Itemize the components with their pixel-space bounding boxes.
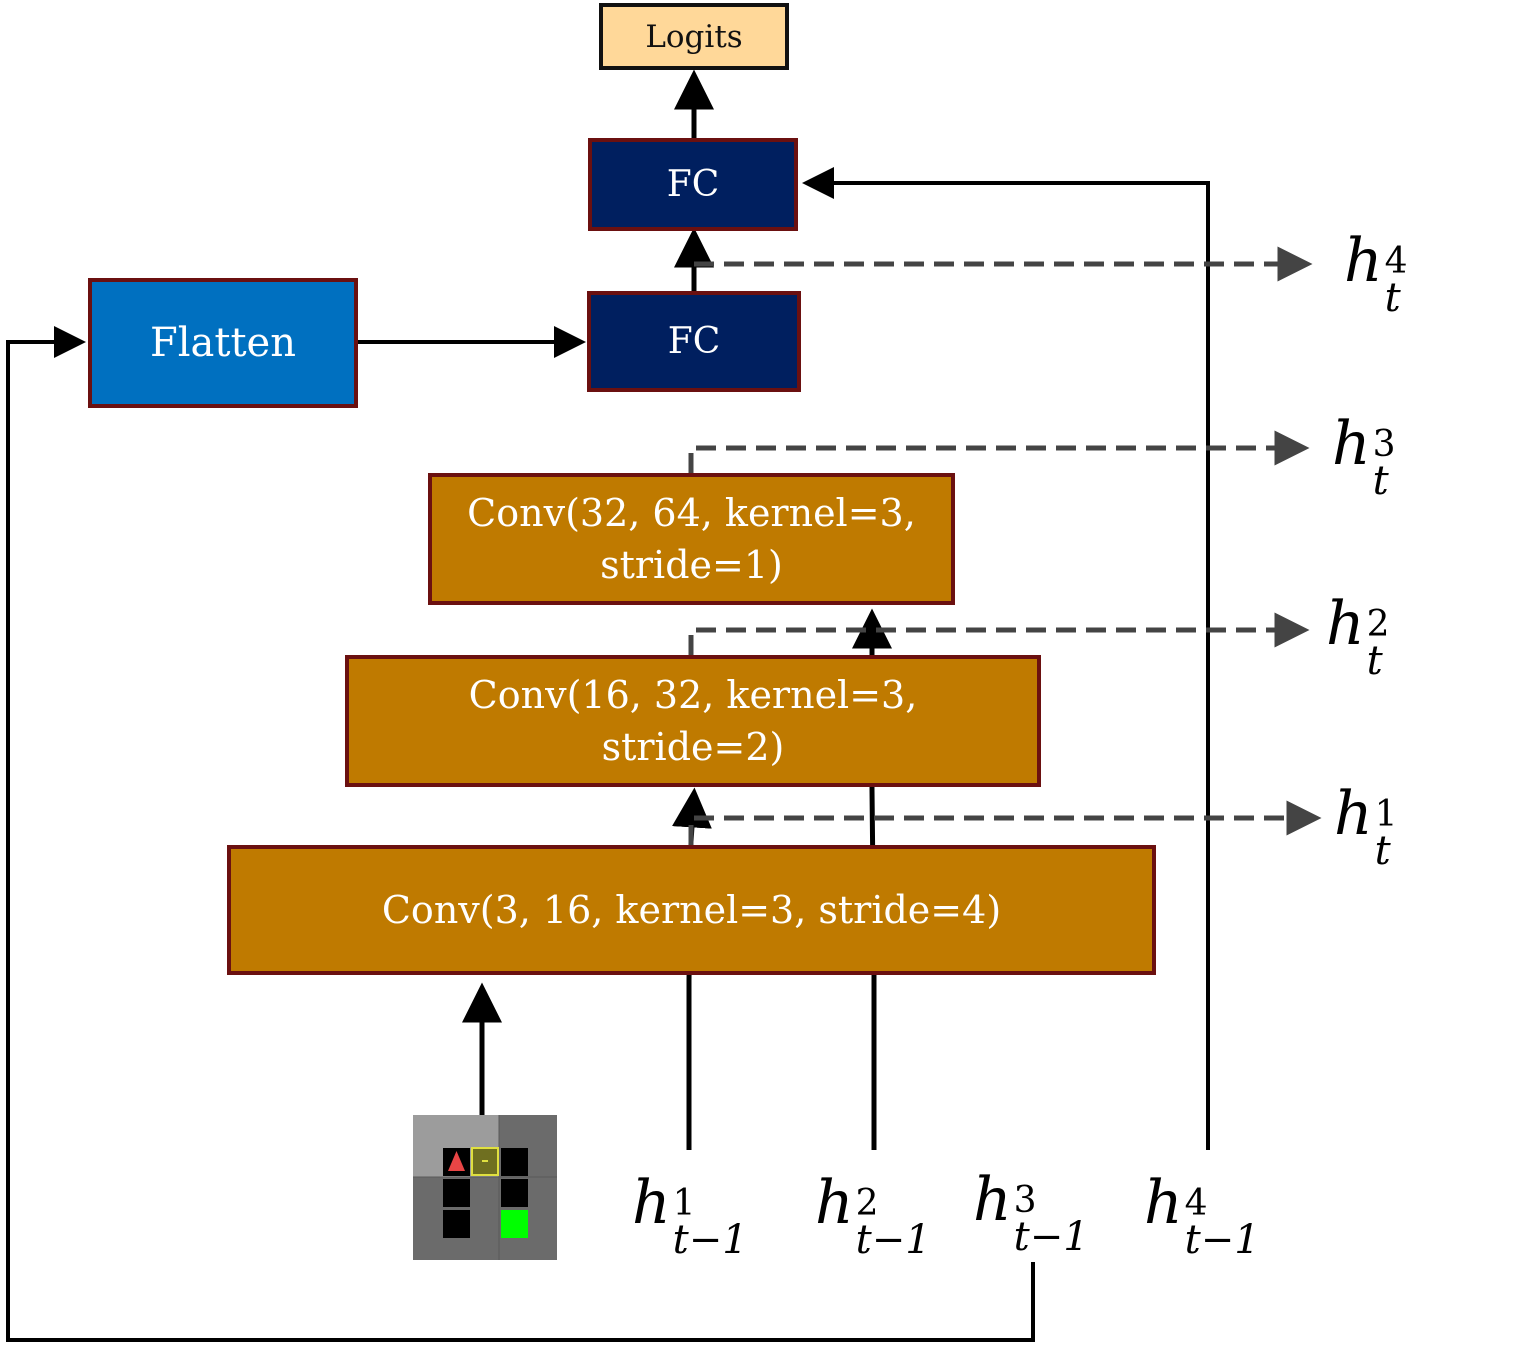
logits-label: Logits [645,18,743,55]
conv3-label-line1: Conv(32, 64, kernel=3, [467,490,916,535]
floor-cell [443,1179,470,1207]
floor-cell [443,1210,470,1238]
dashed-output-h1 [688,800,1322,845]
fc-top-box: FC [588,138,798,231]
flatten-box: Flatten [88,278,358,408]
observation-image [413,1115,557,1260]
floor-cell [501,1179,528,1207]
fc-bottom-label: FC [667,321,721,362]
conv3-box: Conv(32, 64, kernel=3, stride=1) [428,473,955,605]
conv2-label-line1: Conv(16, 32, kernel=3, [468,672,918,717]
goal-cell [501,1210,528,1238]
agent-triangle-icon [448,1151,465,1171]
flatten-label: Flatten [150,320,296,366]
arrow-h3-prev-to-flatten [6,326,1035,1342]
dashed-output-h3 [688,430,1310,473]
conv1-box: Conv(3, 16, kernel=3, stride=4) [227,845,1156,975]
conv1-label: Conv(3, 16, kernel=3, stride=4) [381,887,1002,932]
conv2-label-line2: stride=2) [601,725,785,769]
fc-bottom-box: FC [587,291,801,392]
dashed-output-h2 [688,612,1310,655]
wall-cell [501,1148,528,1176]
observation-grid [413,1115,557,1260]
fc-top-label: FC [666,164,720,205]
conv2-box: Conv(16, 32, kernel=3, stride=2) [345,655,1041,787]
logits-box: Logits [599,3,789,70]
conv3-label-line2: stride=1) [600,543,783,587]
arrow-h4-prev-to-fc-top [802,167,1210,1150]
